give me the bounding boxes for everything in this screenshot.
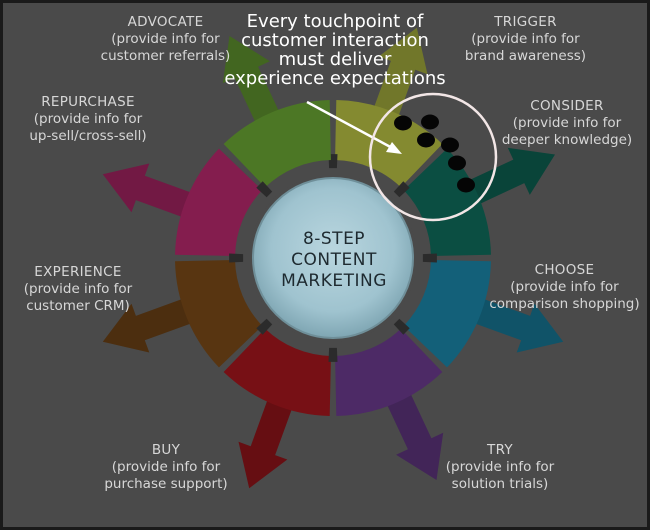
segment-separator <box>328 347 338 362</box>
step-desc: (provide info for <box>23 281 133 297</box>
segment-try <box>335 328 443 416</box>
center-hub <box>252 177 414 339</box>
callout-line: customer interaction <box>241 30 429 51</box>
segment-separator <box>256 181 273 198</box>
step-desc: purchase support) <box>104 476 228 492</box>
callout-line: Every touchpoint of <box>246 11 424 32</box>
segment-consider <box>403 148 491 256</box>
step-desc: (provide info for <box>512 115 622 131</box>
center-title-line: 8-STEP <box>302 229 366 249</box>
step-label-choose: CHOOSE (provide info for comparison shop… <box>482 262 647 313</box>
segment-repurchase <box>175 148 263 256</box>
touchpoint-dot <box>448 155 466 171</box>
touchpoint-dot <box>457 177 475 193</box>
step-desc: brand awareness) <box>464 48 587 64</box>
center-title: 8-STEP CONTENT MARKETING <box>262 229 406 292</box>
step-desc: customer CRM) <box>26 298 130 314</box>
step-desc: up-sell/cross-sell) <box>29 128 147 144</box>
step-desc: (provide info for <box>111 459 221 475</box>
step-desc: (provide info for <box>111 31 220 47</box>
step-label-advocate: ADVOCATE (provide info for customer refe… <box>78 14 253 65</box>
segment-trigger <box>335 100 443 188</box>
callout-pointer-arrowhead <box>386 142 402 154</box>
step-desc: (provide info for <box>471 31 580 47</box>
segment-experience <box>175 260 263 368</box>
segment-separator <box>393 181 410 198</box>
step-label-buy: BUY (provide info for purchase support) <box>86 442 246 493</box>
step-desc: customer referrals) <box>100 48 231 64</box>
segment-advocate <box>223 100 331 188</box>
step-desc: (provide info for <box>445 459 555 475</box>
step-title: REPURCHASE <box>41 94 135 110</box>
step-desc: deeper knowledge) <box>501 132 633 148</box>
step-title: ADVOCATE <box>127 14 204 30</box>
step-desc: comparison shopping) <box>489 296 640 312</box>
step-label-trigger: TRIGGER (provide info for brand awarenes… <box>438 14 613 65</box>
step-title: CONSIDER <box>530 98 604 114</box>
step-desc: solution trials) <box>451 476 549 492</box>
step-label-consider: CONSIDER (provide info for deeper knowle… <box>487 98 647 149</box>
step-title: BUY <box>151 442 181 458</box>
step-desc: (provide info for <box>33 111 143 127</box>
callout-line: experience expectations <box>224 68 446 89</box>
step-title: CHOOSE <box>534 262 595 278</box>
touchpoint-dot <box>417 132 435 148</box>
step-title: EXPERIENCE <box>34 264 122 280</box>
callout-pointer-line <box>306 100 397 152</box>
segment-separator <box>393 318 410 335</box>
step-title: TRIGGER <box>494 14 557 30</box>
center-title-line: MARKETING <box>281 271 387 291</box>
highlight-circle <box>368 92 498 222</box>
segment-buy <box>223 328 331 416</box>
callout-text: Every touchpoint of customer interaction… <box>205 12 465 88</box>
segment-separator <box>229 253 244 263</box>
center-title-line: CONTENT <box>291 250 377 270</box>
touchpoint-dot <box>421 114 439 130</box>
step-desc: (provide info for <box>510 279 619 295</box>
step-label-repurchase: REPURCHASE (provide info for up-sell/cro… <box>2 94 174 145</box>
segment-choose <box>403 260 491 368</box>
callout-line: must deliver <box>278 49 392 70</box>
step-label-experience: EXPERIENCE (provide info for customer CR… <box>0 264 156 315</box>
touchpoint-dot <box>441 137 459 153</box>
segment-separator <box>422 253 437 263</box>
touchpoint-dot <box>394 115 412 131</box>
step-title: TRY <box>487 442 513 458</box>
step-label-try: TRY (provide info for solution trials) <box>420 442 580 493</box>
segment-separator <box>256 318 273 335</box>
